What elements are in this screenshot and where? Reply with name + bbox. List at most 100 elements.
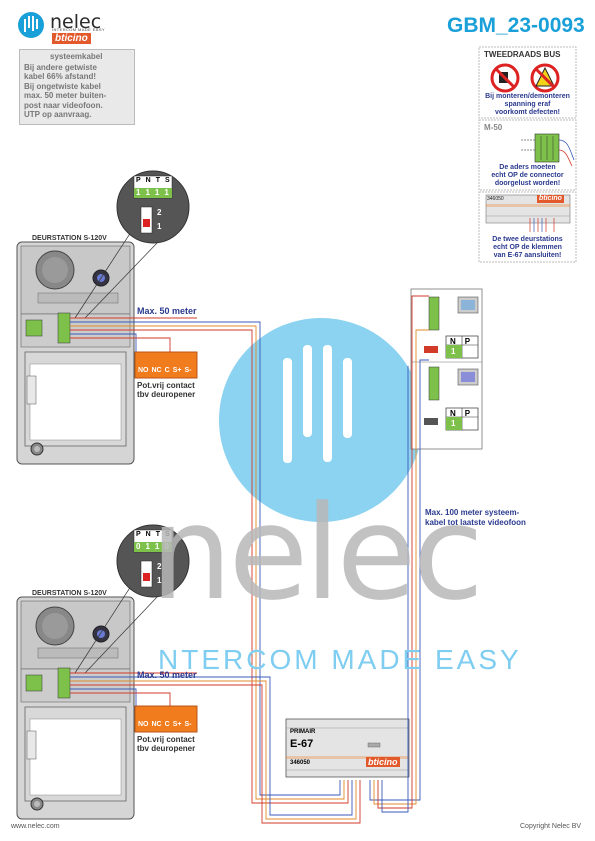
m50-text: De aders moeten echt OP de connector doo…: [479, 164, 576, 188]
door-station-1-zoom: [74, 170, 190, 319]
watermark-logo-mark: [283, 345, 352, 463]
footer-website[interactable]: www.nelec.com: [11, 823, 60, 830]
note-line: Bij ongetwiste kabel: [24, 81, 101, 91]
m50-line: echt OP de connector: [491, 172, 564, 179]
e67-brand: bticino: [366, 757, 400, 767]
brand-name: nelec: [50, 11, 102, 33]
warning-line: voorkomt defecten!: [495, 109, 560, 116]
relay-terminal: C: [164, 721, 170, 728]
switch-value: 1: [145, 188, 150, 197]
e67-line: echt OP de klemmen: [493, 244, 562, 251]
distance-1: Max. 50 meter: [137, 306, 197, 316]
door-station-2-zoom: [74, 524, 190, 674]
relay-terminal: S+: [172, 367, 182, 374]
switch-label: T: [155, 531, 161, 538]
switch-value: 1: [136, 188, 141, 197]
switch-label: P: [136, 531, 141, 538]
door-station-2-unit: [16, 596, 135, 820]
videophone-2: [424, 366, 479, 431]
relay-2-description: Pot.vrij contact tbv deuropener: [137, 735, 195, 753]
relay-box-2: [134, 705, 198, 733]
dip-1-lower: 1: [157, 222, 162, 231]
document-code: GBM_23-0093: [447, 14, 585, 37]
warning-panel-frame: [478, 46, 577, 119]
e67-panel-brand: bticino: [537, 195, 564, 203]
relay-terminal: S-: [184, 721, 192, 728]
warning-line: Bij monteren/demonteren: [485, 93, 570, 100]
note-line: post naar videofoon.: [24, 100, 103, 110]
e67-code: 346050: [290, 760, 311, 766]
e67-line: van E-67 aansluiten!: [493, 252, 562, 259]
np-label: N: [450, 409, 456, 418]
door-station-2-title: DEURSTATION S-120V: [32, 590, 107, 597]
dip-2-upper: 2: [157, 562, 162, 571]
nelec-logo-icon: [18, 12, 44, 38]
e67-panel-text: De twee deurstations echt OP de klemmen …: [479, 236, 576, 260]
warning-line: spanning eraf: [504, 101, 551, 108]
relay-box-1: [134, 351, 198, 379]
footer-copyright: Copyright Nelec BV: [520, 823, 582, 830]
videophone-distance: Max. 100 meter systeem- kabel tot laatst…: [425, 508, 526, 528]
switch-label: P: [136, 177, 141, 184]
np-label: P: [464, 337, 471, 346]
vp2-np-value: 1: [451, 419, 456, 428]
switch-value: 1: [145, 542, 150, 551]
relay-1-description: Pot.vrij contact tbv deuropener: [137, 381, 195, 399]
no-voltage-icon: [530, 63, 560, 93]
distance-line: kabel tot laatste videofoon: [425, 518, 526, 527]
no-plug-icon: [490, 63, 520, 93]
watermark-tagline: NTERCOM MADE EASY: [158, 644, 522, 675]
warning-title: TWEEDRAADS BUS: [484, 50, 561, 59]
relay-desc-line: tbv deuropener: [137, 744, 196, 753]
e67-panel-code: 346050: [487, 196, 504, 202]
switch-label: S: [165, 177, 170, 184]
switch-value: 0: [136, 542, 141, 551]
m50-title: M-50: [484, 123, 503, 132]
watermark-circle: [219, 318, 423, 522]
note-legend: systeemkabel: [50, 52, 103, 61]
door-station-1-title: DEURSTATION S-120V: [32, 235, 107, 242]
switch-value: 1: [154, 188, 160, 197]
m50-line: De aders moeten: [499, 164, 556, 171]
dip-1-upper: 2: [157, 208, 162, 217]
relay-terminal: NC: [151, 721, 162, 728]
note-line: Bij andere getwiste: [24, 62, 97, 72]
m50-panel-frame: [478, 119, 577, 191]
e67-primary-label: PRIMAIR: [290, 729, 316, 735]
switch-label: N: [145, 177, 151, 184]
distance-line: Max. 100 meter systeem-: [425, 508, 520, 517]
wires: [70, 295, 429, 824]
switch-value: 0: [164, 542, 169, 551]
relay-terminal: S-: [184, 367, 192, 374]
dip-2-lower: 1: [157, 576, 162, 585]
partner-logo: bticino: [52, 33, 91, 44]
switch-label: N: [145, 531, 151, 538]
relay-desc-line: tbv deuropener: [137, 390, 196, 399]
watermark-text: nelec: [150, 477, 484, 629]
m50-line: doorgelust worden!: [494, 180, 561, 187]
np-label: N: [450, 337, 456, 346]
switch-value: 1: [164, 188, 169, 197]
note-line: kabel 66% afstand!: [24, 72, 97, 81]
relay-desc-line: Pot.vrij contact: [137, 735, 195, 744]
note-line: max. 50 meter buiten-: [24, 91, 107, 100]
e67-model: E-67: [290, 738, 314, 750]
brand-tagline: INTERCOM MADE EASY: [52, 27, 105, 32]
connector-icon: [521, 133, 575, 167]
relay-desc-line: Pot.vrij contact: [137, 381, 195, 390]
vp1-np-value: 1: [451, 347, 456, 356]
door-station-1-unit: [16, 241, 135, 465]
np-label: P: [464, 409, 471, 418]
switch-value: 1: [154, 542, 160, 551]
switch-label: T: [155, 177, 161, 184]
note-line: UTP op aanvraag.: [24, 110, 92, 119]
